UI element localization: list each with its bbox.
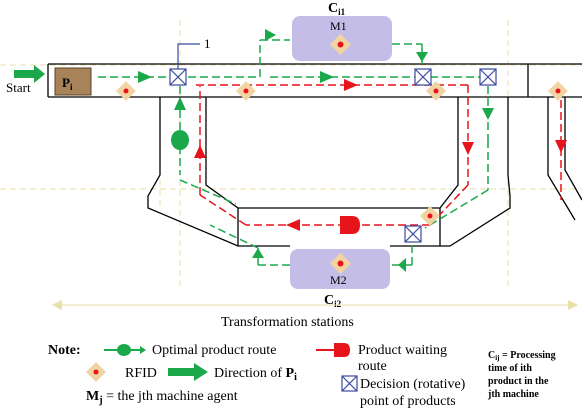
legend-waiting-1: Product waiting (358, 343, 447, 358)
m2-label: M2 (330, 273, 347, 287)
c-bottom-label: Ci2 (324, 293, 342, 309)
m1-label: M1 (330, 19, 347, 33)
legend-cij-3: product in the (488, 376, 549, 387)
machine-m1 (292, 16, 392, 61)
legend-direction: Direction of Pi (214, 366, 297, 383)
start-label: Start (6, 80, 31, 95)
waiting-route (196, 84, 469, 226)
legend-cij-1: Cij = Processing (488, 350, 556, 362)
legend-cij-4: jth machine (487, 389, 539, 400)
legend-decision-2: point of products (360, 394, 456, 409)
pi-label: Pi (62, 75, 73, 92)
c-top-label: Ci1 (328, 1, 346, 17)
callout-bracket (177, 43, 200, 69)
callout-number: 1 (204, 36, 211, 51)
legend-mj: Mj = the jth machine agent (86, 389, 238, 406)
guide-lines (0, 20, 582, 290)
optimal-route-marker (171, 130, 189, 150)
transformation-label: Transformation stations (221, 315, 354, 330)
red-arrowheads (194, 79, 567, 231)
legend-optimal: Optimal product route (152, 343, 276, 358)
start-arrow (14, 65, 45, 83)
legend-decision-1: Decision (rotative) (360, 377, 466, 392)
waiting-route-marker (340, 216, 360, 234)
legend-rfid: RFID (125, 366, 157, 381)
decision-points (169, 68, 497, 243)
legend-cij-2: time of ith (488, 363, 532, 374)
rfid-tags (116, 81, 568, 226)
machine-m2 (290, 249, 390, 289)
green-arrowheads (138, 29, 494, 272)
legend-note: Note: (48, 343, 81, 358)
product-pi-box (54, 67, 92, 96)
conveyor-track (47, 63, 582, 247)
legend-waiting-2: route (358, 359, 387, 374)
legend: Note: Optimal product route Product wait… (48, 343, 556, 409)
